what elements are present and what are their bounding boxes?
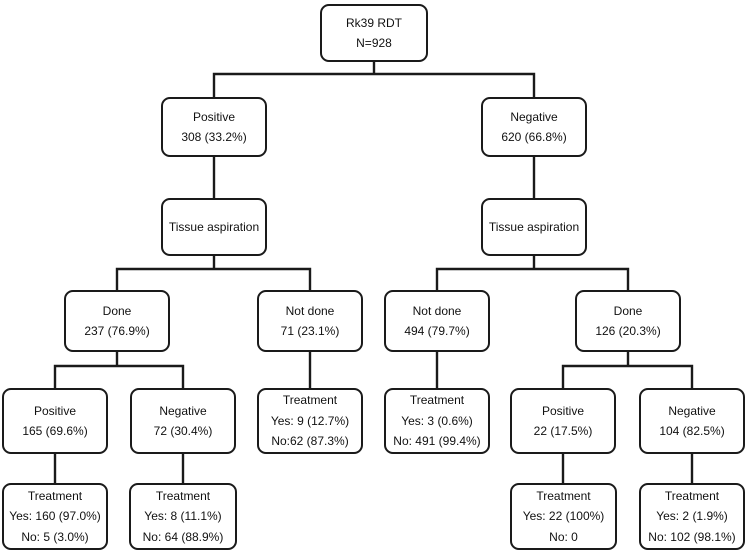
- node-label: Treatment: [536, 488, 591, 503]
- node-label: Not done: [285, 303, 335, 318]
- node-label: Tissue aspiration: [488, 219, 580, 234]
- node-positive: Positive 308 (33.2%): [161, 97, 267, 157]
- node-value: N=928: [356, 36, 392, 50]
- node-done-left: Done 237 (76.9%): [64, 290, 170, 352]
- node-root: Rk39 RDT N=928: [320, 4, 428, 62]
- node-label: Positive: [33, 403, 77, 418]
- node-value: 72 (30.4%): [153, 424, 213, 438]
- node-value: Yes: 3 (0.6%): [401, 413, 473, 428]
- node-treatment-pos-165: Treatment Yes: 160 (97.0%) No: 5 (3.0%): [2, 483, 108, 550]
- node-tissue-aspiration-right: Tissue aspiration: [481, 198, 587, 256]
- connector-tissue-right-split: [435, 256, 630, 290]
- node-value: 237 (76.9%): [84, 324, 150, 338]
- node-value: 22 (17.5%): [533, 424, 593, 438]
- node-label: Positive: [541, 403, 585, 418]
- node-label: Done: [613, 303, 643, 318]
- node-treatment-pos-22: Treatment Yes: 22 (100%) No: 0: [510, 483, 617, 550]
- node-label: Negative: [159, 403, 207, 418]
- node-value: Yes: 2 (1.9%): [656, 509, 728, 524]
- node-value: No: 491 (99.4%): [393, 434, 481, 449]
- node-treatment-notdone-left: Treatment Yes: 9 (12.7%) No:62 (87.3%): [257, 388, 363, 454]
- connector-root-split: [212, 62, 536, 97]
- node-negative: Negative 620 (66.8%): [481, 97, 587, 157]
- node-label: Treatment: [282, 393, 338, 408]
- node-value: Yes: 9 (12.7%): [270, 413, 350, 428]
- node-label: Treatment: [155, 488, 211, 503]
- node-value: Yes: 8 (11.1%): [144, 509, 222, 524]
- node-treatment-neg-104: Treatment Yes: 2 (1.9%) No: 102 (98.1%): [639, 483, 745, 550]
- node-value: No:62 (87.3%): [271, 434, 349, 449]
- node-value: No: 0: [549, 529, 578, 544]
- node-notdone-left: Not done 71 (23.1%): [257, 290, 363, 352]
- node-treatment-notdone-right: Treatment Yes: 3 (0.6%) No: 491 (99.4%): [384, 388, 490, 454]
- node-value: 165 (69.6%): [22, 424, 88, 438]
- node-label: Negative: [668, 403, 716, 418]
- node-label: Rk39 RDT: [345, 15, 402, 30]
- node-label: Done: [102, 303, 132, 318]
- node-label: Not done: [412, 303, 462, 318]
- node-value: 494 (79.7%): [404, 324, 470, 338]
- node-value: Yes: 160 (97.0%): [9, 509, 101, 524]
- node-value: No: 5 (3.0%): [21, 529, 89, 544]
- node-value: 71 (23.1%): [280, 324, 340, 338]
- node-label: Tissue aspiration: [168, 219, 260, 234]
- node-value: No: 102 (98.1%): [648, 529, 736, 544]
- connector-tissue-left-split: [115, 256, 312, 290]
- node-notdone-right: Not done 494 (79.7%): [384, 290, 490, 352]
- node-negative-72: Negative 72 (30.4%): [130, 388, 236, 454]
- node-negative-104: Negative 104 (82.5%): [639, 388, 745, 454]
- node-treatment-neg-72: Treatment Yes: 8 (11.1%) No: 64 (88.9%): [129, 483, 237, 550]
- connector-done-right-split: [561, 352, 694, 388]
- node-label: Negative: [510, 109, 558, 124]
- node-value: 308 (33.2%): [181, 130, 247, 144]
- node-label: Treatment: [27, 488, 83, 503]
- node-positive-22: Positive 22 (17.5%): [510, 388, 616, 454]
- connector-done-left-split: [53, 352, 185, 388]
- node-label: Treatment: [409, 393, 465, 408]
- node-value: Yes: 22 (100%): [522, 509, 605, 524]
- node-value: 104 (82.5%): [659, 424, 725, 438]
- node-label: Positive: [192, 109, 236, 124]
- node-label: Treatment: [664, 488, 720, 503]
- node-tissue-aspiration-left: Tissue aspiration: [161, 198, 267, 256]
- node-value: 620 (66.8%): [501, 130, 567, 144]
- node-done-right: Done 126 (20.3%): [575, 290, 681, 352]
- node-positive-165: Positive 165 (69.6%): [2, 388, 108, 454]
- node-value: 126 (20.3%): [595, 324, 661, 338]
- node-value: No: 64 (88.9%): [142, 529, 224, 544]
